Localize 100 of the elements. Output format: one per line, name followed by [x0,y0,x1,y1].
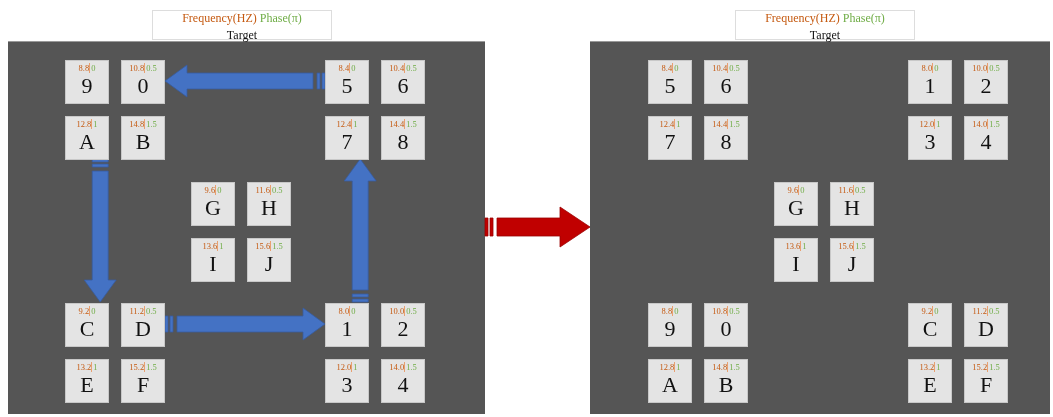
tile-symbol: 6 [719,73,733,99]
tile-symbol: 7 [663,129,677,155]
frequency-value: 15.2 [129,362,145,372]
frequency-value: 8.0 [338,306,350,316]
tile-symbol: D [134,316,152,342]
phase-value: 1 [800,241,807,251]
block-arrow [164,307,326,341]
frequency-value: 14.0 [389,362,405,372]
tile-symbol: 2 [979,73,993,99]
block-arrow [164,64,326,98]
symbol-tile [704,60,748,104]
phase-value: 1.5 [727,362,740,372]
symbol-tile [121,303,165,347]
symbol-tile [908,359,952,403]
legend-entry: Phase(π) [259,11,302,25]
tile-symbol: E [922,372,938,398]
frequency-value: 14.8 [129,119,145,129]
tile-symbol: F [978,372,994,398]
phase-value: 0.5 [404,306,417,316]
tile-symbol: H [843,195,861,221]
symbol-tile [830,238,874,282]
symbol-tile [325,116,369,160]
frequency-value: 14.8 [712,362,728,372]
phase-value: 0.5 [269,185,283,195]
phase-value: 0.5 [727,306,740,316]
legend-caption: Target [809,28,841,42]
frequency-value: 12.8 [76,119,92,129]
symbol-tile [704,303,748,347]
phase-value: 1 [217,241,224,251]
symbol-tile [704,359,748,403]
tile-symbol: 4 [396,372,410,398]
phase-value: 0 [349,63,356,73]
symbol-tile [774,182,818,226]
tile-symbol: 5 [340,73,354,99]
symbol-tile [648,359,692,403]
symbol-tile [648,60,692,104]
tile-symbol: 6 [396,73,410,99]
frequency-value: 15.6 [255,241,271,251]
tile-symbol: J [263,251,275,277]
phase-value: 0.5 [144,63,157,73]
phase-value: 1 [351,362,358,372]
phase-value: 1.5 [727,119,740,129]
symbol-tile [121,359,165,403]
frequency-value: 10.4 [712,63,728,73]
block-arrow [83,158,117,303]
legend-caption: Target [226,28,258,42]
symbol-tile [774,238,818,282]
tile-symbol: H [260,195,278,221]
tile-symbol: A [78,129,96,155]
tile-symbol: 1 [923,73,937,99]
frequency-value: 11.6 [255,185,270,195]
symbol-tile [247,238,291,282]
block-arrow [484,206,591,248]
symbol-tile [908,116,952,160]
tile-symbol: B [134,129,152,155]
symbol-tile [964,60,1008,104]
frequency-value: 11.2 [972,306,987,316]
phase-value: 0.5 [143,306,157,316]
frequency-value: 14.4 [389,119,405,129]
frequency-value: 13.2 [919,362,935,372]
phase-value: 0 [672,63,679,73]
frequency-value: 11.6 [838,185,853,195]
phase-value: 1.5 [987,362,1000,372]
panel-background [8,41,485,414]
tile-symbol: I [208,251,218,277]
symbol-tile [830,182,874,226]
frequency-value: 8.4 [661,63,673,73]
frequency-value: 11.2 [129,306,144,316]
frequency-value: 14.4 [712,119,728,129]
frequency-value: 9.2 [921,306,933,316]
phase-value: 0 [932,306,939,316]
symbol-tile [381,303,425,347]
symbol-tile [964,359,1008,403]
tile-symbol: J [846,251,858,277]
phase-value: 1.5 [270,241,283,251]
phase-value: 1.5 [404,119,417,129]
symbol-tile [65,303,109,347]
phase-value: 0 [932,63,939,73]
frequency-value: 12.4 [336,119,352,129]
phase-value: 0.5 [986,306,1000,316]
phase-value: 1 [91,119,98,129]
frequency-value: 15.6 [838,241,854,251]
panel-background [590,41,1050,414]
tile-symbol: C [78,316,96,342]
phase-value: 1.5 [987,119,1000,129]
phase-value: 1.5 [404,362,417,372]
symbol-tile [704,116,748,160]
phase-value: 1.5 [853,241,866,251]
frequency-value: 10.4 [389,63,405,73]
tile-symbol: C [921,316,939,342]
symbol-tile [65,359,109,403]
frequency-value: 12.0 [336,362,352,372]
tile-symbol: 4 [979,129,993,155]
frequency-value: 15.2 [972,362,988,372]
frequency-value: 13.6 [202,241,218,251]
frequency-value: 12.0 [919,119,935,129]
frequency-value: 13.6 [785,241,801,251]
phase-value: 0 [89,63,96,73]
legend-entry: Frequency(HZ) [182,11,257,25]
tile-symbol: 1 [340,316,354,342]
